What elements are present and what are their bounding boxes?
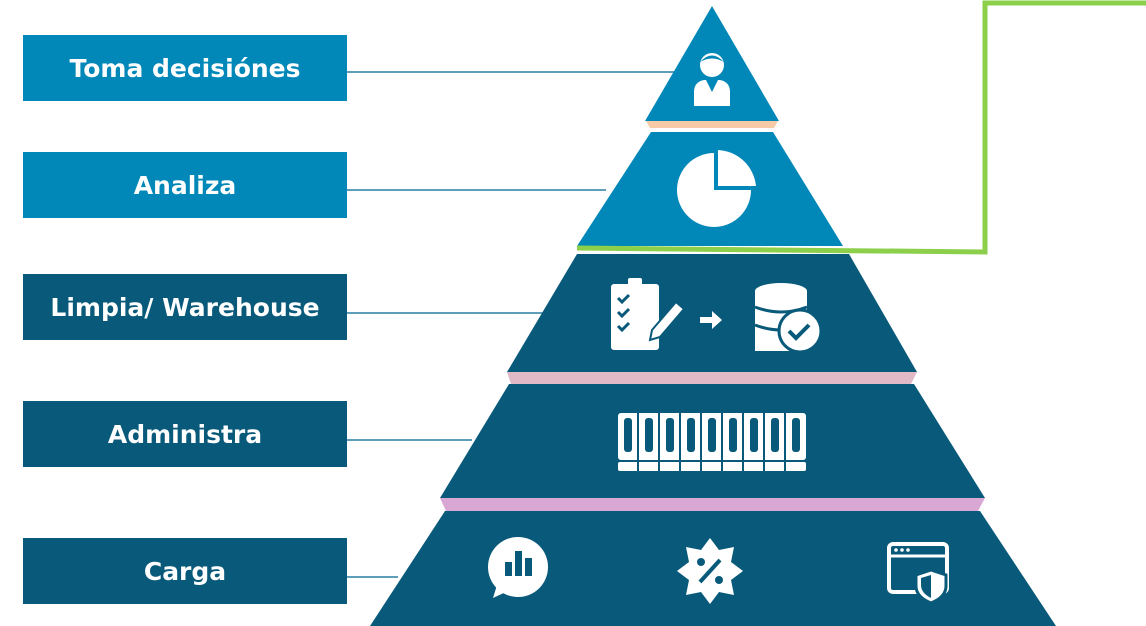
separator-band-3 (440, 498, 985, 511)
highlight-line (576, 0, 1146, 255)
discount-badge-icon (677, 538, 743, 604)
chat-chart-icon (488, 537, 548, 598)
level-label-limpia-warehouse: Limpia/ Warehouse (23, 274, 347, 340)
arrow-right-icon (700, 311, 722, 329)
level-label-toma-decisiones: Toma decisiónes (23, 35, 347, 101)
level-label-carga: Carga (23, 538, 347, 604)
level-label-analiza: Analiza (23, 152, 347, 218)
separator-band-2 (507, 372, 917, 384)
separator-band-1 (646, 121, 778, 128)
level-label-administra: Administra (23, 401, 347, 467)
checklist-edit-icon (611, 278, 686, 350)
manager-icon (694, 53, 730, 106)
browser-shield-icon (887, 542, 949, 605)
pie-chart-icon (677, 150, 756, 227)
database-check-icon (754, 283, 823, 354)
server-rack-icon (618, 413, 806, 471)
